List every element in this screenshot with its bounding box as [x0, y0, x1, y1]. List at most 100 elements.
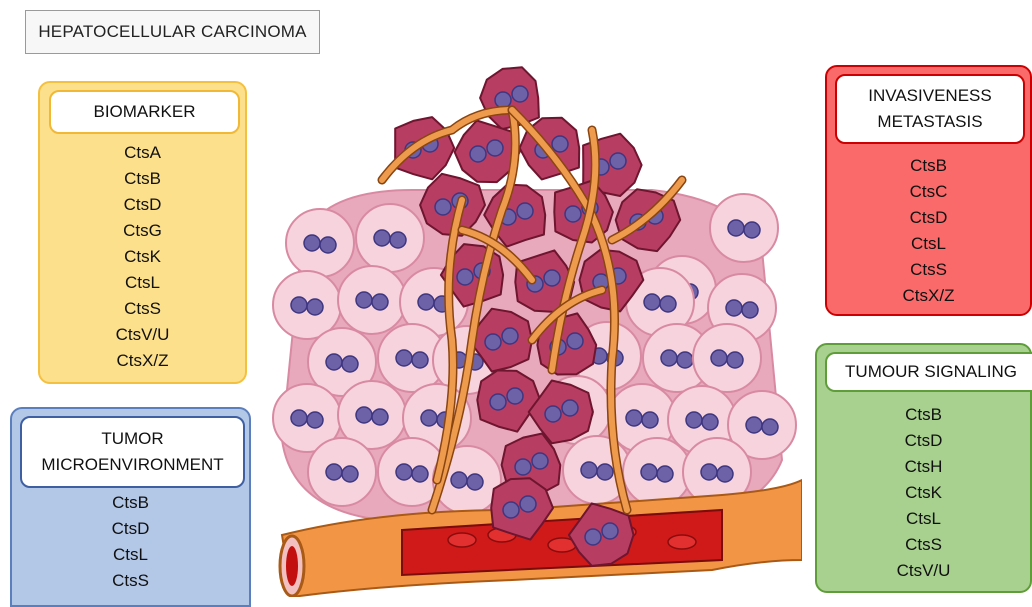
hepatocyte-nucleus [746, 417, 762, 433]
biomarker-item: CtsX/Z [40, 348, 245, 374]
microenvironment-item: CtsD [12, 516, 249, 542]
biomarker-header: BIOMARKER [49, 90, 240, 134]
hepatocyte-nucleus [421, 410, 437, 426]
microenvironment-header: TUMOR MICROENVIRONMENT [20, 416, 245, 488]
invasiveness-header-line: INVASIVENESS [868, 83, 991, 109]
tumor-nucleus [487, 140, 503, 156]
hepatocyte-nucleus [717, 466, 733, 482]
tumor-nucleus [552, 136, 568, 152]
microenvironment-list: CtsB CtsD CtsL CtsS [12, 490, 249, 594]
tumor-nucleus [567, 333, 583, 349]
hepatocyte-nucleus [304, 235, 320, 251]
hepatocyte-nucleus [660, 296, 676, 312]
signaling-list: CtsB CtsD CtsH CtsK CtsL CtsS CtsV/U [817, 402, 1030, 584]
biomarker-item: CtsB [40, 166, 245, 192]
invasiveness-list: CtsB CtsC CtsD CtsL CtsS CtsX/Z [827, 153, 1030, 309]
hepatocyte-nucleus [657, 466, 673, 482]
hepatocyte-nucleus [418, 294, 434, 310]
biomarker-list: CtsA CtsB CtsD CtsG CtsK CtsL CtsS CtsV/… [40, 140, 245, 374]
signaling-panel: TUMOUR SIGNALING CtsB CtsD CtsH CtsK Cts… [815, 343, 1032, 593]
hepatocyte-nucleus [581, 462, 597, 478]
tumor-nucleus [602, 523, 618, 539]
hepatocyte-cell [308, 438, 376, 506]
hepatocyte-cell [623, 438, 691, 506]
hepatocyte-nucleus [641, 464, 657, 480]
hepatocyte-nucleus [661, 350, 677, 366]
hepatocyte-nucleus [291, 410, 307, 426]
signaling-item: CtsH [817, 454, 1030, 480]
hepatocyte-nucleus [372, 409, 388, 425]
hepatocyte-cell [286, 209, 354, 277]
biomarker-header-line: BIOMARKER [93, 99, 195, 125]
hepatocyte-nucleus [291, 297, 307, 313]
microenvironment-item: CtsS [12, 568, 249, 594]
biomarker-panel: BIOMARKER CtsA CtsB CtsD CtsG CtsK CtsL … [38, 81, 247, 384]
hepatocyte-nucleus [326, 464, 342, 480]
hepatocyte-nucleus [711, 350, 727, 366]
microenvironment-item: CtsB [12, 490, 249, 516]
hepatocyte-nucleus [727, 352, 743, 368]
hepatocyte-nucleus [374, 230, 390, 246]
hepatocyte-nucleus [677, 352, 693, 368]
tumor-nucleus [435, 199, 451, 215]
signaling-header: TUMOUR SIGNALING [825, 352, 1032, 392]
hepatocyte-nucleus [412, 466, 428, 482]
tumor-nucleus [532, 453, 548, 469]
signaling-item: CtsB [817, 402, 1030, 428]
microenvironment-panel: TUMOR MICROENVIRONMENT CtsB CtsD CtsL Ct… [10, 407, 251, 607]
hepatocyte-nucleus [342, 466, 358, 482]
tumor-nucleus [507, 388, 523, 404]
liver-tumor-illustration [262, 40, 802, 597]
hepatocyte-cell [710, 194, 778, 262]
microenvironment-header-line: TUMOR [101, 426, 163, 452]
hepatocyte-nucleus [728, 220, 744, 236]
biomarker-item: CtsG [40, 218, 245, 244]
invasiveness-item: CtsB [827, 153, 1030, 179]
tumor-nucleus [470, 146, 486, 162]
biomarker-item: CtsK [40, 244, 245, 270]
signaling-item: CtsL [817, 506, 1030, 532]
signaling-item: CtsS [817, 532, 1030, 558]
tumor-nucleus [503, 502, 519, 518]
tumor-nucleus [545, 406, 561, 422]
hepatocyte-nucleus [742, 302, 758, 318]
tumor-nucleus [457, 269, 473, 285]
tumor-nucleus [520, 496, 536, 512]
tumor-nucleus [515, 459, 531, 475]
tumor-nucleus [485, 334, 501, 350]
hepatocyte-cell [273, 271, 341, 339]
hepatocyte-nucleus [644, 294, 660, 310]
tumor-nucleus [544, 270, 560, 286]
hepatocyte-nucleus [396, 464, 412, 480]
hepatocyte-nucleus [702, 414, 718, 430]
tumor-nucleus [490, 394, 506, 410]
hepatocyte-cell [356, 204, 424, 272]
signaling-item: CtsD [817, 428, 1030, 454]
signaling-item: CtsK [817, 480, 1030, 506]
tumor-nucleus [565, 206, 581, 222]
tumor-nucleus [502, 328, 518, 344]
invasiveness-item: CtsS [827, 257, 1030, 283]
hepatocyte-nucleus [356, 292, 372, 308]
red-blood-cell [448, 533, 476, 547]
hepatocyte-nucleus [356, 407, 372, 423]
hepatocyte-nucleus [597, 464, 613, 480]
signaling-item: CtsV/U [817, 558, 1030, 584]
hepatocyte-nucleus [307, 299, 323, 315]
hepatocyte-nucleus [467, 474, 483, 490]
invasiveness-header-line: METASTASIS [877, 109, 982, 135]
tumor-nucleus [610, 153, 626, 169]
hepatocyte-nucleus [642, 412, 658, 428]
red-blood-cell [668, 535, 696, 549]
hepatocyte-nucleus [726, 300, 742, 316]
hepatocyte-nucleus [307, 412, 323, 428]
hepatocyte-cell [338, 266, 406, 334]
hepatocyte-nucleus [451, 472, 467, 488]
tumor-cell [395, 117, 454, 179]
biomarker-item: CtsV/U [40, 322, 245, 348]
hepatocyte-nucleus [762, 419, 778, 435]
hepatocyte-nucleus [686, 412, 702, 428]
hepatocyte-nucleus [744, 222, 760, 238]
invasiveness-item: CtsD [827, 205, 1030, 231]
vessel-opening-inner [286, 546, 298, 586]
